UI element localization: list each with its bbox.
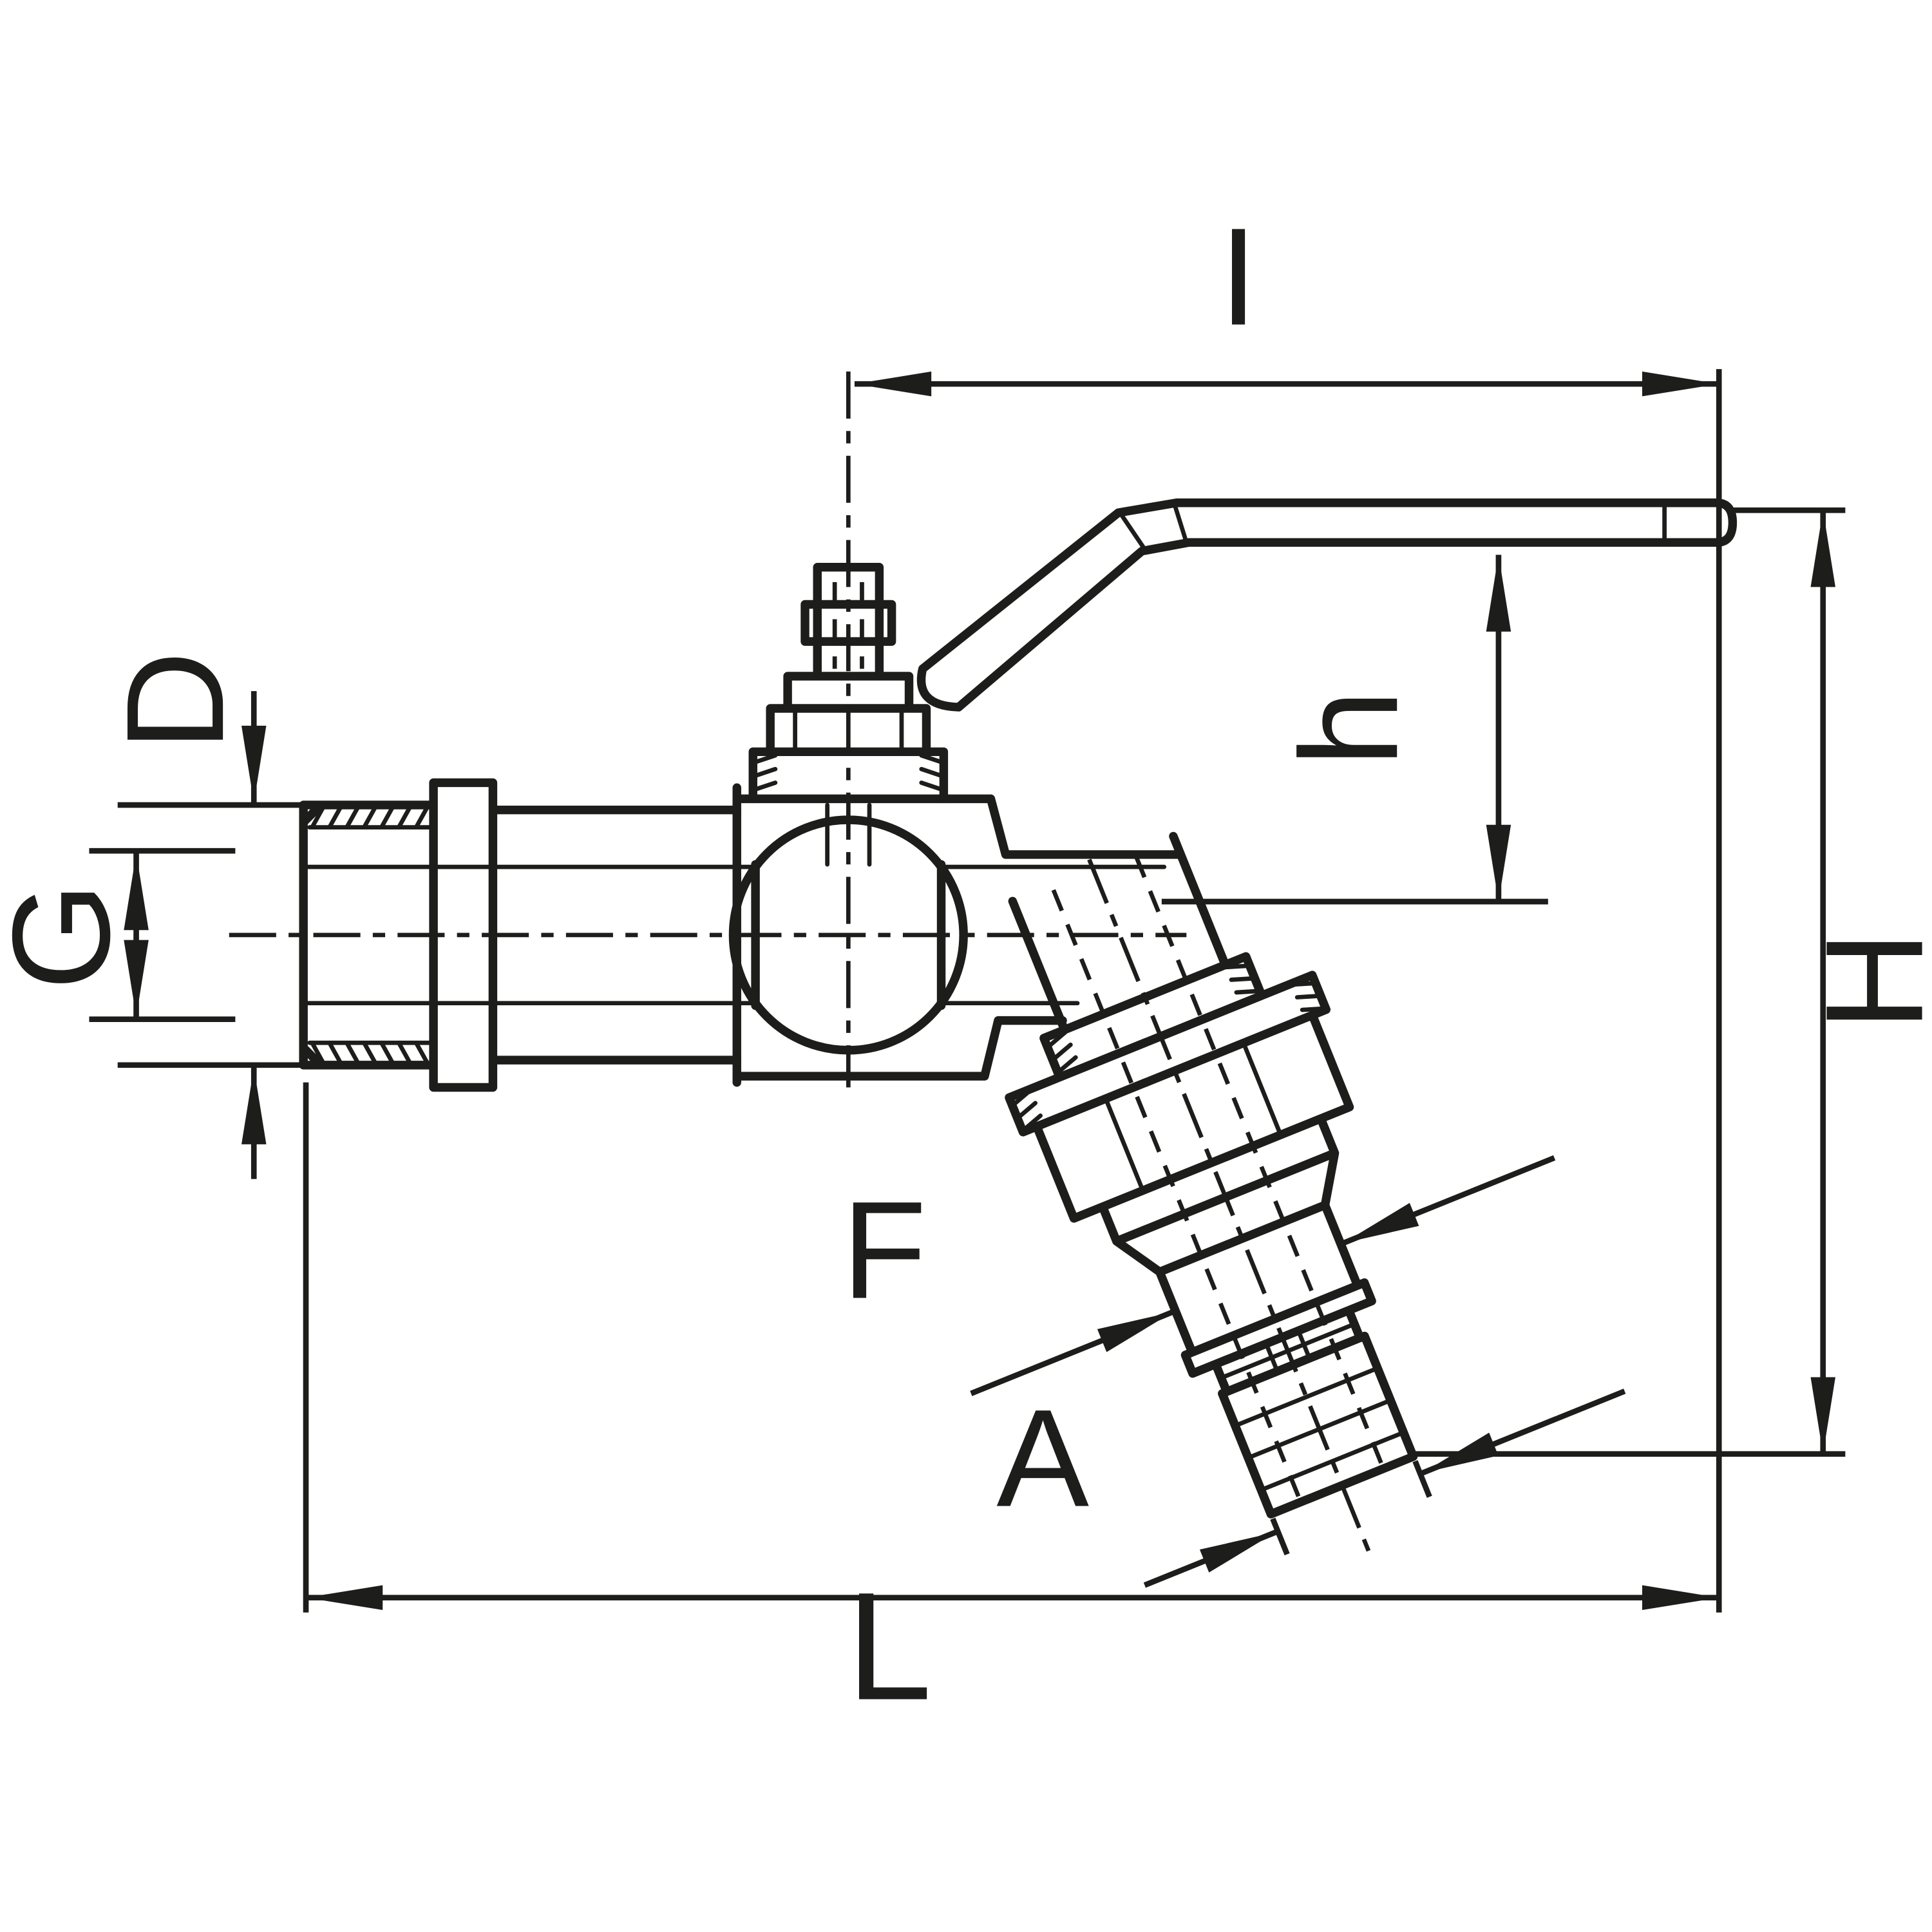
- neck-thread-hatch: [750, 753, 946, 793]
- spout-outline: [1005, 831, 1418, 1519]
- bore-lines: [301, 864, 1167, 1006]
- union-nut-facets: [1103, 1041, 1283, 1193]
- dim-label-I: I: [1219, 199, 1258, 354]
- handle-bend-creases: [1119, 500, 1667, 551]
- dim-label-A: A: [996, 1380, 1089, 1535]
- dim-F-arrow-left: [970, 1309, 1175, 1396]
- outlet-spout: [970, 831, 1626, 1588]
- packing-nut-facets: [793, 706, 904, 754]
- ball-seats: [751, 860, 946, 1010]
- spout-detail-lines: [1218, 1321, 1406, 1493]
- dimension-lines: [89, 369, 1846, 1613]
- valve-body: [299, 498, 1738, 1588]
- dim-label-D: D: [97, 651, 252, 752]
- ball-stem-slot: [825, 802, 872, 867]
- dim-label-G: G: [0, 882, 138, 990]
- dim-label-F: F: [842, 1172, 927, 1327]
- spout-axis-centerline: [1087, 858, 1374, 1559]
- inlet-thread-hatch: [310, 802, 431, 1068]
- spout-thread-hatch: [1010, 963, 1328, 1133]
- stem-stack-outline: [748, 563, 949, 804]
- dim-A-extension-lines: [1270, 1460, 1432, 1556]
- dim-A-arrow-left: [1143, 1530, 1277, 1588]
- ball: [728, 815, 968, 1055]
- dim-H-extension-lines: [1414, 507, 1846, 1457]
- lever-handle: [916, 498, 1738, 712]
- dimension-labels: I h H L D G F A: [0, 199, 1932, 1732]
- inlet-outline: [299, 778, 741, 1092]
- dim-label-h: h: [1271, 690, 1426, 767]
- dim-F-arrow-right: [1341, 1155, 1556, 1246]
- dim-D-extension-lines: [117, 802, 312, 1068]
- dim-G-extension-lines: [89, 848, 236, 1023]
- stem-hidden-flats: [832, 582, 864, 669]
- dim-label-L: L: [846, 1560, 932, 1732]
- dim-A-arrow-right: [1421, 1388, 1626, 1476]
- dim-label-H: H: [1797, 931, 1932, 1031]
